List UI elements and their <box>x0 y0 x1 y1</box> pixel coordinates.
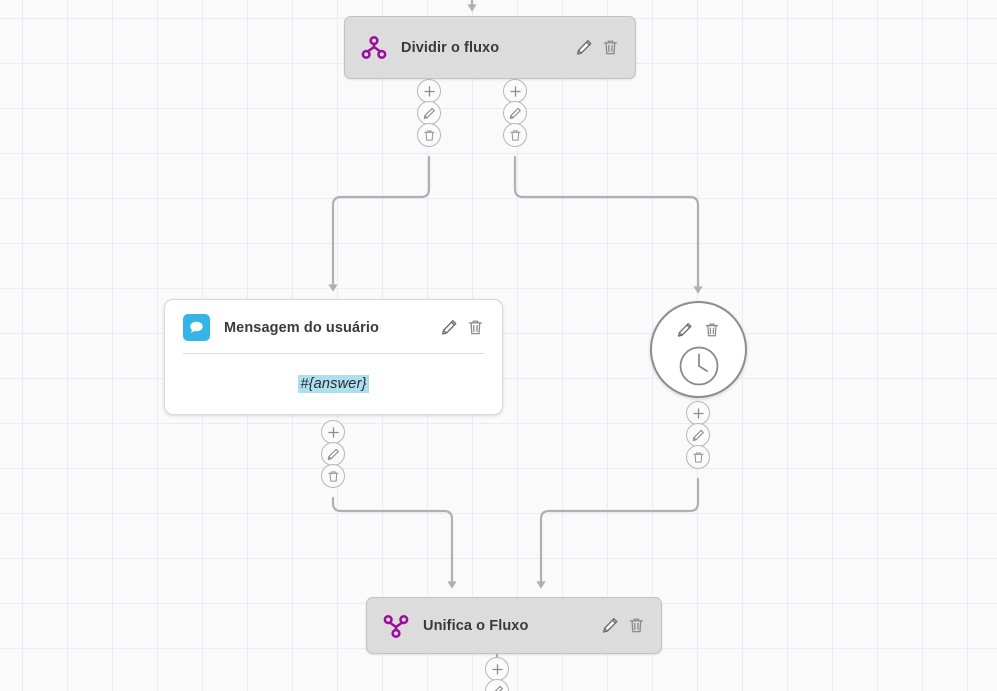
edge-handles-split-right[interactable] <box>503 79 527 147</box>
edge-timer-to-merge <box>536 477 700 589</box>
trash-icon[interactable] <box>417 123 441 147</box>
pencil-icon[interactable] <box>686 423 710 447</box>
node-timer[interactable] <box>650 301 747 398</box>
edge-handles-split-left[interactable] <box>417 79 441 147</box>
plus-icon[interactable] <box>417 79 441 103</box>
plus-icon[interactable] <box>503 79 527 103</box>
answer-variable-token[interactable]: #{answer} <box>298 375 369 393</box>
trash-icon[interactable] <box>503 123 527 147</box>
pencil-icon[interactable] <box>441 319 458 336</box>
trash-icon[interactable] <box>467 319 484 336</box>
edge-split-to-timer <box>513 155 703 294</box>
pencil-icon[interactable] <box>485 679 509 691</box>
plus-icon[interactable] <box>321 420 345 444</box>
pencil-icon[interactable] <box>602 617 619 634</box>
node-merge-flow[interactable]: Unifica o Fluxo <box>366 597 662 654</box>
pencil-icon[interactable] <box>677 322 694 339</box>
pencil-icon[interactable] <box>503 101 527 125</box>
node-merge-title: Unifica o Fluxo <box>423 617 529 634</box>
edge-message-to-merge <box>331 496 457 589</box>
plus-icon[interactable] <box>485 657 509 681</box>
pencil-icon[interactable] <box>417 101 441 125</box>
pencil-icon[interactable] <box>321 442 345 466</box>
node-user-message[interactable]: Mensagem do usuário <box>164 299 503 415</box>
flow-merge-icon <box>383 613 409 639</box>
node-message-body: #{answer} <box>165 354 502 414</box>
trash-icon[interactable] <box>686 445 710 469</box>
edge-split-to-message <box>328 155 431 292</box>
trash-icon[interactable] <box>628 617 645 634</box>
flow-split-icon <box>361 35 387 61</box>
trash-icon[interactable] <box>704 322 721 339</box>
node-message-title: Mensagem do usuário <box>224 319 379 336</box>
trash-icon[interactable] <box>602 39 619 56</box>
card-divider <box>183 353 484 354</box>
edge-handles-timer-out[interactable] <box>686 401 710 469</box>
node-message-header: Mensagem do usuário <box>165 300 502 341</box>
edge-handles-message-out[interactable] <box>321 420 345 488</box>
edge-handles-merge-out[interactable] <box>485 657 509 691</box>
node-split-flow[interactable]: Dividir o fluxo <box>344 16 636 79</box>
clock-icon <box>678 345 720 392</box>
pencil-icon[interactable] <box>576 39 593 56</box>
trash-icon[interactable] <box>321 464 345 488</box>
plus-icon[interactable] <box>686 401 710 425</box>
chat-bubble-icon <box>183 314 210 341</box>
node-split-title: Dividir o fluxo <box>401 39 500 56</box>
